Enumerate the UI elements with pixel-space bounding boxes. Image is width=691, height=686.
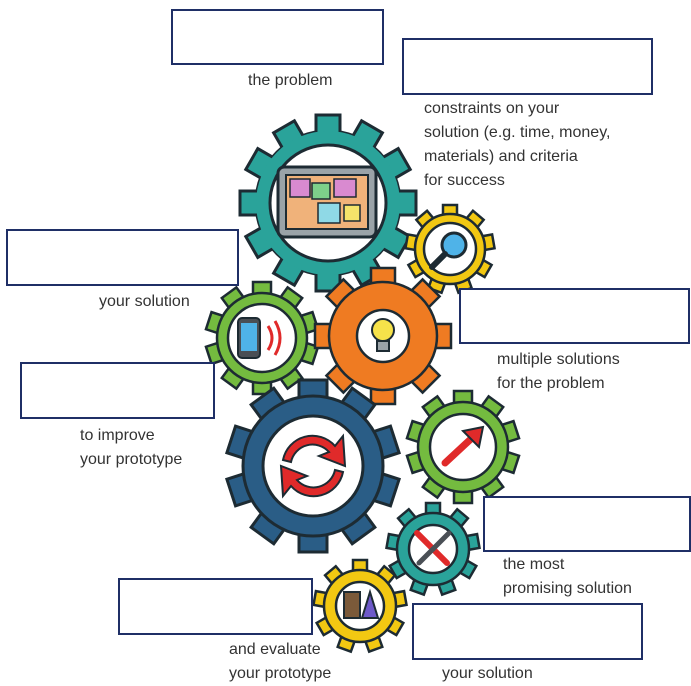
caption-test: and evaluate your prototype xyxy=(229,638,331,686)
brainstorm-gear xyxy=(313,266,453,406)
caption-choose-line-2: promising solution xyxy=(503,580,632,597)
caption-identify: constraints on your solution (e.g. time,… xyxy=(424,97,610,193)
caption-identify-line-1: constraints on your xyxy=(424,100,560,117)
caption-redesign: to improve your prototype xyxy=(80,424,182,472)
caption-define: the problem xyxy=(248,69,333,93)
caption-redesign-line-1: to improve xyxy=(80,427,155,444)
caption-brainstorm: multiple solutions for the problem xyxy=(497,348,620,396)
communicate-gear xyxy=(204,280,320,396)
redesign-gear xyxy=(224,378,402,554)
choose-gear xyxy=(405,389,521,505)
caption-redesign-line-2: your prototype xyxy=(80,451,183,468)
caption-build: your solution xyxy=(442,662,533,686)
answer-box-test[interactable] xyxy=(118,578,313,635)
caption-choose-line-1: the most xyxy=(503,556,565,573)
ruler-calculator-icon xyxy=(343,588,380,619)
caption-brainstorm-line-2: for the problem xyxy=(497,375,605,392)
answer-box-brainstorm[interactable] xyxy=(459,288,690,344)
lightbulb-icon xyxy=(371,318,395,352)
identify-gear xyxy=(404,203,496,295)
phone-icon xyxy=(237,317,282,359)
answer-box-communicate[interactable] xyxy=(6,229,239,286)
caption-identify-line-3: materials) and criteria xyxy=(424,148,578,165)
build-tools-gear xyxy=(385,501,481,597)
define-gear xyxy=(238,113,418,293)
answer-box-identify[interactable] xyxy=(402,38,653,95)
caption-communicate: your solution xyxy=(99,290,190,314)
arrow-target-icon xyxy=(441,425,485,467)
cycle-arrows-icon xyxy=(279,433,347,499)
caption-identify-line-2: solution (e.g. time, money, xyxy=(424,124,611,141)
tools-icon xyxy=(414,530,452,566)
answer-box-redesign[interactable] xyxy=(20,362,215,419)
magnifier-icon xyxy=(429,231,468,270)
caption-choose: the most promising solution xyxy=(503,553,632,601)
caption-define-line-1: the problem xyxy=(248,72,333,89)
caption-build-line-1: your solution xyxy=(442,665,533,682)
caption-brainstorm-line-1: multiple solutions xyxy=(497,351,620,368)
test-gear xyxy=(312,558,408,654)
answer-box-choose[interactable] xyxy=(483,496,691,552)
answer-box-build[interactable] xyxy=(412,603,643,660)
caption-communicate-line-1: your solution xyxy=(99,293,190,310)
clipboard-icon xyxy=(276,165,378,239)
caption-test-line-2: your prototype xyxy=(229,665,332,682)
caption-test-line-1: and evaluate xyxy=(229,641,321,658)
answer-box-define[interactable] xyxy=(171,9,384,65)
caption-identify-line-4: for success xyxy=(424,172,505,189)
